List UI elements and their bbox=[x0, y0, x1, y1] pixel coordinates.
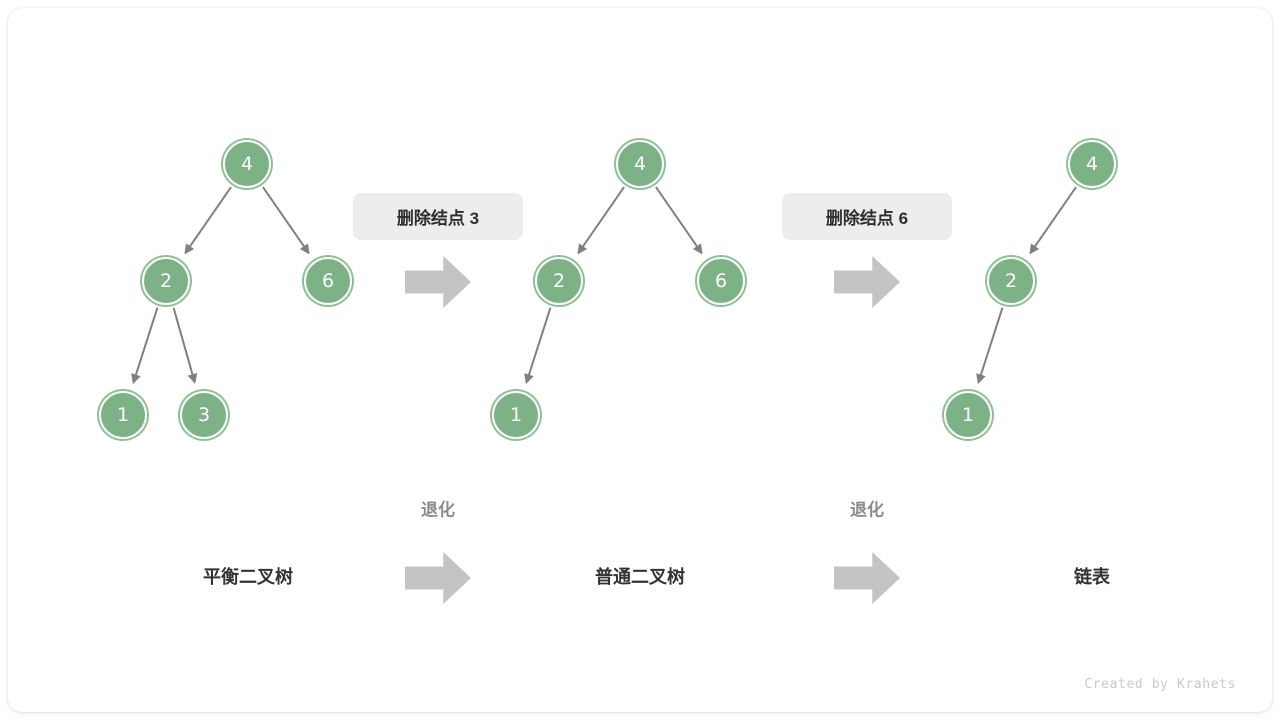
degrade-arrow-icon bbox=[405, 552, 471, 604]
tree-edge bbox=[577, 186, 625, 255]
stage-caption: 平衡二叉树 bbox=[203, 567, 293, 587]
tree-node-1: 1 bbox=[944, 391, 992, 439]
degrade-arrow-icon bbox=[834, 552, 900, 604]
tree-edge bbox=[184, 186, 232, 255]
operation-badge: 删除结点 6 bbox=[782, 193, 952, 240]
tree-edge bbox=[976, 307, 1004, 385]
degrade-label: 退化 bbox=[850, 500, 884, 520]
degrade-label: 退化 bbox=[421, 500, 455, 520]
tree-edge bbox=[1029, 186, 1077, 255]
tree-node-4: 4 bbox=[223, 140, 271, 188]
transition-arrow-icon bbox=[834, 256, 900, 308]
tree-node-2: 2 bbox=[535, 257, 583, 305]
tree-edge bbox=[655, 186, 703, 255]
tree-edge bbox=[131, 307, 159, 385]
tree-node-6: 6 bbox=[697, 257, 745, 305]
operation-badge: 删除结点 3 bbox=[353, 193, 523, 240]
tree-node-6: 6 bbox=[304, 257, 352, 305]
stage-caption: 链表 bbox=[1074, 567, 1110, 587]
tree-node-4: 4 bbox=[616, 140, 664, 188]
tree-node-1: 1 bbox=[99, 391, 147, 439]
tree-node-2: 2 bbox=[142, 257, 190, 305]
tree-edge bbox=[262, 186, 310, 255]
tree-edge bbox=[524, 307, 552, 385]
tree-node-4: 4 bbox=[1068, 140, 1116, 188]
tree-node-3: 3 bbox=[180, 391, 228, 439]
credit-text: Created by Krahets bbox=[1084, 677, 1236, 692]
stage-caption: 普通二叉树 bbox=[595, 567, 685, 587]
tree-edge bbox=[172, 307, 198, 384]
transition-arrow-icon bbox=[405, 256, 471, 308]
tree-node-2: 2 bbox=[987, 257, 1035, 305]
diagram-card bbox=[8, 8, 1272, 712]
tree-node-1: 1 bbox=[492, 391, 540, 439]
